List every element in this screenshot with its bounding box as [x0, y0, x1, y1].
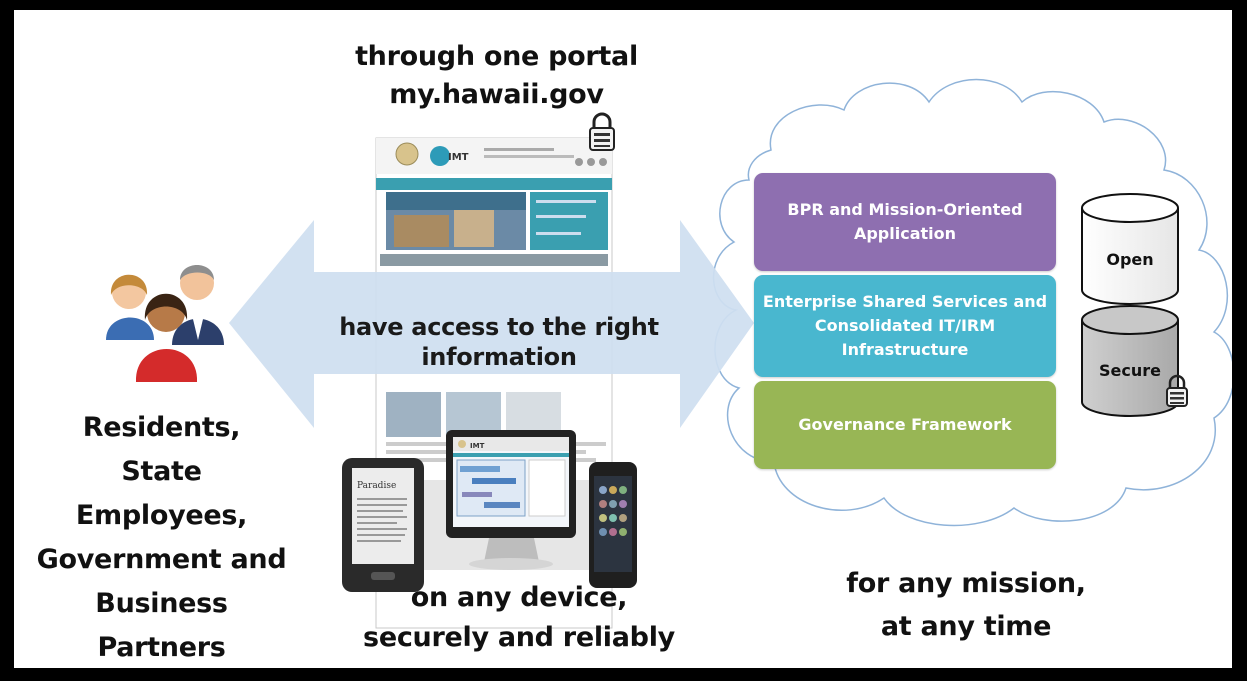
band-governance-framework: Governance Framework	[754, 381, 1056, 469]
band-bpr-application: BPR and Mission-Oriented Application	[754, 173, 1056, 271]
mission-caption: for any mission, at any time	[826, 562, 1106, 648]
devices-caption: on any device, securely and reliably	[354, 578, 684, 658]
portal-caption: through one portal my.hawaii.gov	[344, 38, 649, 114]
devices-caption-line1: on any device,	[410, 582, 628, 613]
users-caption-line4: Business Partners	[95, 588, 228, 663]
padlock-icon	[589, 112, 615, 151]
people-group-icon	[106, 265, 224, 382]
devices-caption-line2: securely and reliably	[363, 622, 675, 653]
users-caption-line2: State Employees,	[75, 456, 248, 531]
double-arrow	[229, 220, 754, 428]
database-open-label: Open	[1106, 250, 1154, 269]
database-secure-label: Secure	[1099, 361, 1161, 380]
diagram-frame: IMT	[14, 10, 1232, 668]
database-secure	[1081, 305, 1179, 417]
devices-image: IMT Paradise	[342, 430, 637, 592]
database-open	[1081, 193, 1179, 305]
arrow-label: have access to the right information	[339, 313, 659, 371]
portal-brand-text: IMT	[448, 152, 469, 163]
padlock-icon	[1166, 374, 1188, 407]
portal-caption-line1: through one portal	[355, 41, 638, 72]
mission-caption-line1: for any mission,	[846, 568, 1086, 599]
mission-caption-line2: at any time	[880, 611, 1052, 642]
users-caption: Residents, State Employees, Government a…	[34, 406, 289, 668]
users-caption-line3: Government and	[36, 544, 287, 575]
ereader-title-text: Paradise	[357, 481, 396, 491]
band-shared-services: Enterprise Shared Services and Consolida…	[754, 275, 1056, 377]
portal-caption-line2: my.hawaii.gov	[389, 79, 604, 110]
users-caption-line1: Residents,	[82, 412, 241, 443]
monitor-brand-text: IMT	[470, 442, 485, 450]
